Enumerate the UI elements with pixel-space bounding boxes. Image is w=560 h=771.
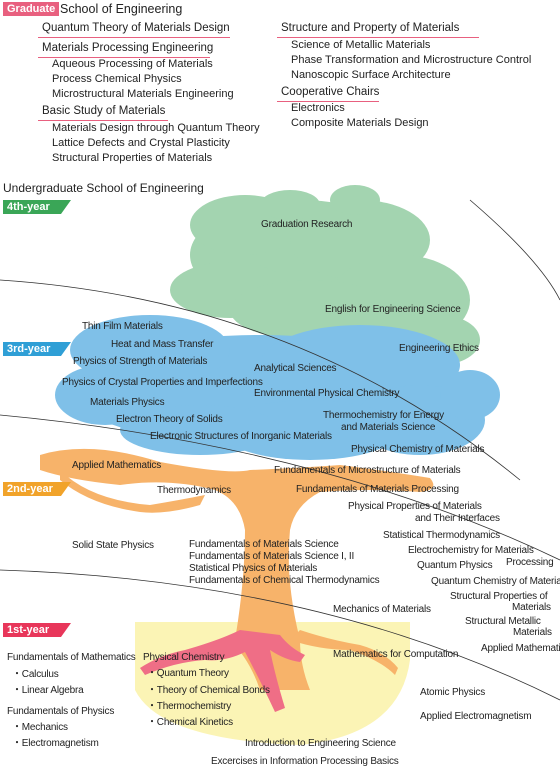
course-struct-prop: Structural Properties of [450,591,548,602]
undergraduate-title: Undergraduate School of Engineering [3,181,204,195]
course-materials-physics: Materials Physics [90,397,165,408]
year-badge-1st: 1st-year [3,623,71,637]
course-quantum-theory: ・Quantum Theory [147,668,229,679]
grad-item: Process Chemical Physics [52,73,182,85]
badge-arrow-shape [3,482,71,496]
year-badge-4th: 4th-year [3,200,71,214]
course-applied-math-r: Applied Mathematics [481,643,560,654]
course-thermochemistry: ・Thermochemistry [147,701,232,712]
course-phys-prop: Physical Properties of Materials [348,501,482,512]
tree-crown [170,185,480,365]
course-struct-prop-2: Materials [512,602,551,613]
year-badge-3rd: 3rd-year [3,342,71,356]
course-fund-math: Fundamentals of Mathematics [7,652,136,663]
badge-arrow-shape [3,200,71,214]
grad-item: Lattice Defects and Crystal Plasticity [52,137,230,149]
course-chemical-kinetics: ・Chemical Kinetics [147,717,233,728]
graduate-badge: Graduate [3,2,59,16]
course-solid-state: Solid State Physics [72,540,154,551]
year-arcs [0,199,560,701]
course-stat-phys: Statistical Physics of Materials [189,563,318,574]
grad-item: Phase Transformation and Microstructure … [291,54,532,66]
grad-item: Nanoscopic Surface Architecture [291,69,451,81]
course-electronic-structures: Electronic Structures of Inorganic Mater… [150,431,332,442]
grad-heading-underline [38,57,210,58]
grad-item: Electronics [291,102,345,114]
course-thin-film: Thin Film Materials [82,321,163,332]
course-analytical: Analytical Sciences [254,363,337,374]
year-label: 4th-year [7,200,50,213]
grad-item: Aqueous Processing of Materials [52,58,213,70]
course-ethics: Engineering Ethics [399,343,479,354]
course-fund-ms: Fundamentals of Materials Science [189,539,339,550]
year-label: 2nd-year [7,482,53,495]
course-intro-eng: Introduction to Engineering Science [245,738,396,749]
course-quantum-chem: Quantum Chemistry of Materials [431,576,560,587]
course-thermo-energy-2: and Materials Science [341,422,436,433]
course-env-phys-chem: Environmental Physical Chemistry [254,388,400,399]
course-physical-chem: Physical Chemistry [143,652,225,663]
course-thermodynamics: Thermodynamics [157,485,231,496]
course-fund-chem-thermo: Fundamentals of Chemical Thermodynamics [189,575,380,586]
grad-heading-quantum-theory: Quantum Theory of Materials Design [42,22,230,34]
course-fund-physics: Fundamentals of Physics [7,706,115,717]
grad-heading-underline [277,101,379,102]
badge-arrow-shape [3,342,71,356]
year-label: 1st-year [7,623,50,636]
grad-item: Science of Metallic Materials [291,39,431,51]
year-badge-2nd: 2nd-year [3,482,71,496]
course-processing: Processing [506,557,554,568]
tree-roots [140,630,398,712]
course-fund-ms-12: Fundamentals of Materials Science I, II [189,551,355,562]
year-label: 3rd-year [7,342,51,355]
course-electrochem: Electrochemistry for Materials [408,545,534,556]
graduate-title: School of Engineering [60,2,183,16]
course-electron-theory: Electron Theory of Solids [116,414,223,425]
grad-item: Structural Properties of Materials [52,152,213,164]
course-graduation-research: Graduation Research [261,219,353,230]
grad-heading-structure-property: Structure and Property of Materials [281,22,460,34]
course-fund-processing: Fundamentals of Materials Processing [296,484,459,495]
course-chemical-bonds: ・Theory of Chemical Bonds [147,685,270,696]
course-fund-micro: Fundamentals of Microstructure of Materi… [274,465,461,476]
grad-heading-underline [38,37,230,38]
course-mech-materials: Mechanics of Materials [333,604,431,615]
course-phys-crystal: Physics of Crystal Properties and Imperf… [62,377,263,388]
grad-heading-materials-processing: Materials Processing Engineering [42,42,214,54]
grad-heading-basic-study: Basic Study of Materials [42,105,166,117]
course-stat-thermo: Statistical Thermodynamics [383,530,500,541]
grad-heading-underline [38,120,168,121]
course-calculus: ・Calculus [12,669,59,680]
grad-item: Composite Materials Design [291,117,429,129]
course-struct-metal: Structural Metallic [465,616,541,627]
grad-item: Microstructural Materials Engineering [52,88,234,100]
course-applied-math-2: Applied Mathematics [72,460,162,471]
course-applied-em: Applied Electromagnetism [420,711,532,722]
grad-heading-underline [277,37,479,38]
course-heat-mass: Heat and Mass Transfer [111,339,214,350]
course-mechanics: ・Mechanics [12,722,68,733]
course-exercises-ip: Excercises in Information Processing Bas… [211,756,399,767]
course-quantum-physics: Quantum Physics [417,560,493,571]
course-struct-metal-2: Materials [513,627,552,638]
grad-heading-cooperative-chairs: Cooperative Chairs [281,86,380,98]
course-linear-algebra: ・Linear Algebra [12,685,84,696]
course-phys-prop-2: and Their Interfaces [415,513,500,524]
course-math-computation: Mathematics for Computation [333,649,459,660]
grad-item: Materials Design through Quantum Theory [52,122,260,134]
course-phys-strength: Physics of Strength of Materials [73,356,208,367]
tree-canopy [55,315,500,460]
course-phys-chem-materials: Physical Chemistry of Materials [351,444,485,455]
course-electromagnetism: ・Electromagnetism [12,738,99,749]
course-english: English for Engineering Science [325,304,461,315]
badge-arrow-shape [3,623,71,637]
course-atomic-physics: Atomic Physics [420,687,485,698]
course-thermo-energy: Thermochemistry for Energy [323,410,444,421]
